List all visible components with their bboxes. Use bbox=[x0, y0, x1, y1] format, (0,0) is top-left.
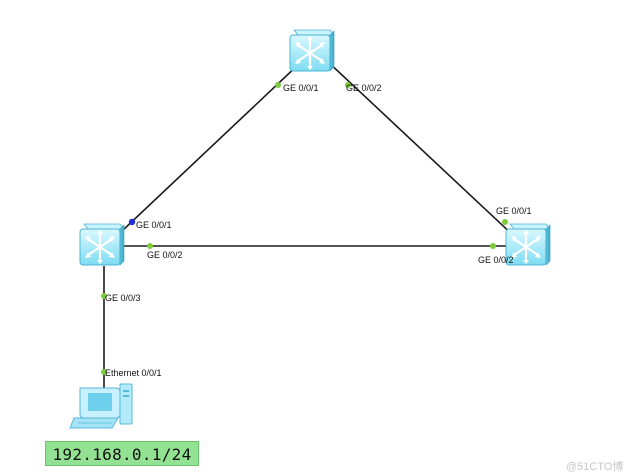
port-label-pc-eth001: Ethernet 0/0/1 bbox=[105, 368, 162, 378]
link-left-top bbox=[121, 62, 301, 232]
port-top-ge001-dot[interactable] bbox=[275, 82, 281, 88]
port-label-left-ge001: GE 0/0/1 bbox=[136, 220, 172, 230]
port-label-top-ge001: GE 0/0/1 bbox=[283, 83, 319, 93]
port-top-ge002-dot[interactable] bbox=[345, 82, 351, 88]
watermark: @51CTO博 bbox=[566, 461, 624, 473]
port-left-ge002-dot[interactable] bbox=[147, 243, 153, 249]
pc-ip-label: 192.168.0.1/24 bbox=[45, 441, 199, 466]
switch-top-icon[interactable] bbox=[288, 28, 336, 73]
link-top-right bbox=[325, 59, 517, 239]
port-right-ge002-dot[interactable] bbox=[490, 243, 496, 249]
switch-left-icon[interactable] bbox=[78, 222, 126, 267]
port-label-left-ge002: GE 0/0/2 bbox=[147, 250, 183, 260]
port-pc-eth001-dot[interactable] bbox=[101, 369, 107, 375]
port-label-top-ge002: GE 0/0/2 bbox=[346, 83, 382, 93]
port-label-right-ge001: GE 0/0/1 bbox=[496, 206, 532, 216]
port-label-right-ge002: GE 0/0/2 bbox=[478, 255, 514, 265]
port-left-ge001-dot[interactable] bbox=[128, 218, 136, 226]
pc-icon[interactable] bbox=[69, 383, 133, 429]
port-right-ge001-dot[interactable] bbox=[502, 219, 508, 225]
port-left-ge003-dot[interactable] bbox=[101, 293, 107, 299]
port-label-left-ge003: GE 0/0/3 bbox=[105, 293, 141, 303]
